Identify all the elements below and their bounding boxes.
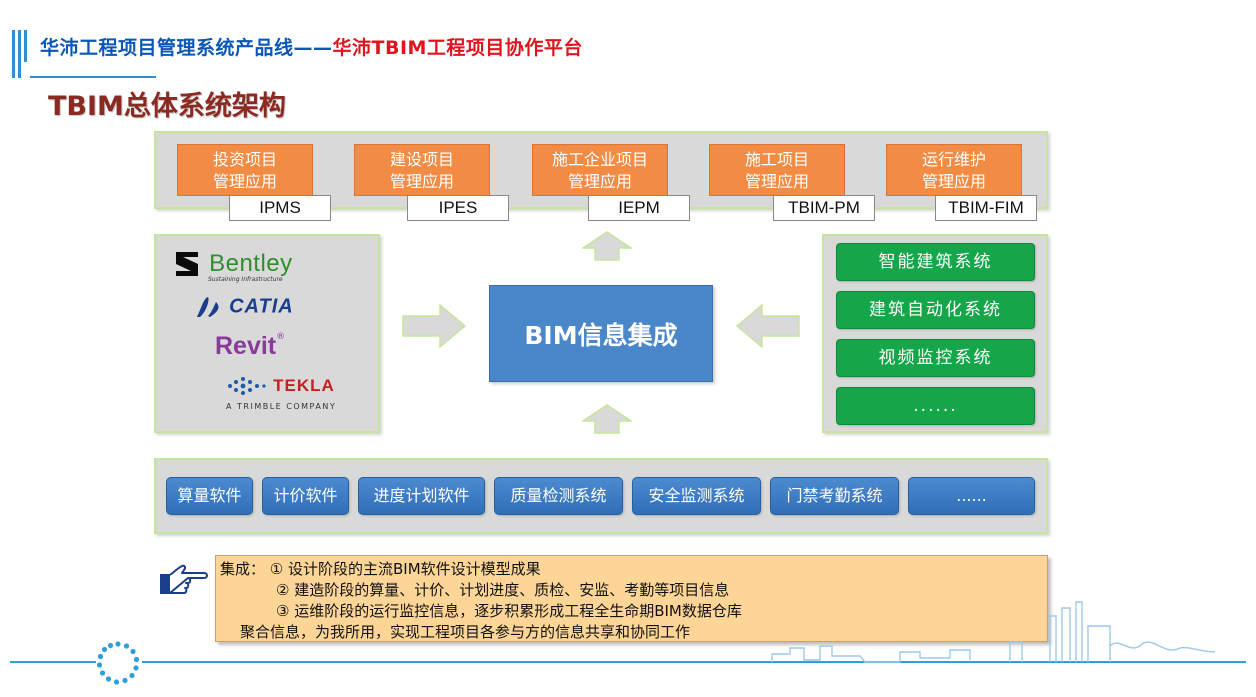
arrow-up-top-icon bbox=[582, 231, 632, 261]
footer-line-left bbox=[10, 661, 96, 663]
software-pricing[interactable]: 计价软件 bbox=[262, 477, 349, 515]
bim-information-integration[interactable]: BIM信息集成 bbox=[489, 285, 713, 382]
app-label-line2: 管理应用 bbox=[389, 172, 454, 191]
software-quantity[interactable]: 算量软件 bbox=[166, 477, 253, 515]
system-building-automation[interactable]: 建筑自动化系统 bbox=[836, 291, 1035, 329]
app-tag-iepm: IEPM bbox=[588, 195, 690, 221]
app-label-line1: 施工企业项目 bbox=[551, 150, 648, 169]
app-label-line1: 运行维护 bbox=[921, 150, 986, 169]
bentley-wordmark: Bentley bbox=[209, 250, 293, 277]
software-schedule[interactable]: 进度计划软件 bbox=[358, 477, 485, 515]
app-label-line2: 管理应用 bbox=[921, 172, 986, 191]
tekla-tagline: A TRIMBLE COMPANY bbox=[226, 402, 337, 411]
bentley-logo: Bentley Sustaining Infrastructure bbox=[174, 250, 293, 283]
pointing-hand-icon bbox=[160, 564, 208, 594]
header-title-platform: 华沛TBIM工程项目协作平台 bbox=[332, 37, 583, 59]
tekla-icon bbox=[228, 377, 266, 395]
bentley-icon bbox=[176, 252, 198, 276]
note-line-3: ③ 运维阶段的运行监控信息，逐步积累形成工程全生命期BIM数据仓库 bbox=[276, 602, 742, 620]
dassault-ds-icon bbox=[197, 297, 219, 317]
header-title: 华沛工程项目管理系统产品线——华沛TBIM工程项目协作平台 bbox=[40, 33, 583, 60]
page-title: TBIM总体系统架构 bbox=[48, 91, 286, 122]
note-line-2: ② 建造阶段的算量、计价、计划进度、质检、安监、考勤等项目信息 bbox=[276, 581, 730, 599]
city-skyline-sketch bbox=[771, 601, 1216, 663]
app-label-line1: 施工项目 bbox=[744, 150, 809, 169]
header-underline bbox=[30, 76, 156, 78]
system-video-surveillance[interactable]: 视频监控系统 bbox=[836, 339, 1035, 377]
app-tag-tbim-pm: TBIM-PM bbox=[773, 195, 875, 221]
app-label-line1: 投资项目 bbox=[212, 150, 277, 169]
app-box-ipms[interactable]: 投资项目管理应用 bbox=[177, 144, 313, 196]
arrow-left-icon bbox=[736, 304, 800, 348]
app-label-line1: 建设项目 bbox=[389, 150, 454, 169]
arrow-right-icon bbox=[402, 304, 466, 348]
registered-mark: ® bbox=[276, 332, 286, 342]
note-line-4: 聚合信息，为我所用，实现工程项目各参与方的信息共享和协同工作 bbox=[240, 623, 691, 641]
catia-logo: CATIA bbox=[194, 294, 294, 320]
app-box-ipes[interactable]: 建设项目管理应用 bbox=[354, 144, 490, 196]
footer-line-right bbox=[142, 661, 1246, 663]
app-label-line2: 管理应用 bbox=[212, 172, 277, 191]
arrow-up-bottom-icon bbox=[582, 404, 632, 434]
app-tag-tbim-fim: TBIM-FIM bbox=[935, 195, 1037, 221]
app-tag-ipms: IPMS bbox=[229, 195, 331, 221]
app-box-iepm[interactable]: 施工企业项目管理应用 bbox=[532, 144, 668, 196]
software-access-attendance[interactable]: 门禁考勤系统 bbox=[770, 477, 899, 515]
catia-wordmark: CATIA bbox=[229, 295, 294, 318]
revit-wordmark: Revit bbox=[215, 332, 277, 360]
header-title-product-line: 华沛工程项目管理系统产品线—— bbox=[40, 37, 333, 59]
revit-logo: Revit® bbox=[215, 332, 285, 361]
software-more[interactable]: ...... bbox=[908, 477, 1035, 515]
app-box-tbim-pm[interactable]: 施工项目管理应用 bbox=[709, 144, 845, 196]
app-tag-ipes: IPES bbox=[407, 195, 509, 221]
software-quality-inspection[interactable]: 质量检测系统 bbox=[494, 477, 623, 515]
bentley-tagline: Sustaining Infrastructure bbox=[208, 276, 283, 283]
tekla-logo: TEKLA A TRIMBLE COMPANY bbox=[226, 375, 335, 411]
software-safety-monitoring[interactable]: 安全监测系统 bbox=[632, 477, 761, 515]
system-more[interactable]: ...... bbox=[836, 387, 1035, 425]
integration-note: 集成： ① 设计阶段的主流BIM软件设计模型成果 ② 建造阶段的算量、计价、计划… bbox=[215, 555, 1048, 642]
app-label-line2: 管理应用 bbox=[744, 172, 809, 191]
app-box-tbim-fim[interactable]: 运行维护管理应用 bbox=[886, 144, 1022, 196]
header-decoration-bars bbox=[12, 30, 32, 78]
note-line-1: 集成： ① 设计阶段的主流BIM软件设计模型成果 bbox=[220, 560, 541, 578]
footer-dotted-circle-icon bbox=[96, 641, 140, 685]
system-intelligent-building[interactable]: 智能建筑系统 bbox=[836, 243, 1035, 281]
app-label-line2: 管理应用 bbox=[567, 172, 632, 191]
tekla-wordmark: TEKLA bbox=[273, 376, 335, 395]
